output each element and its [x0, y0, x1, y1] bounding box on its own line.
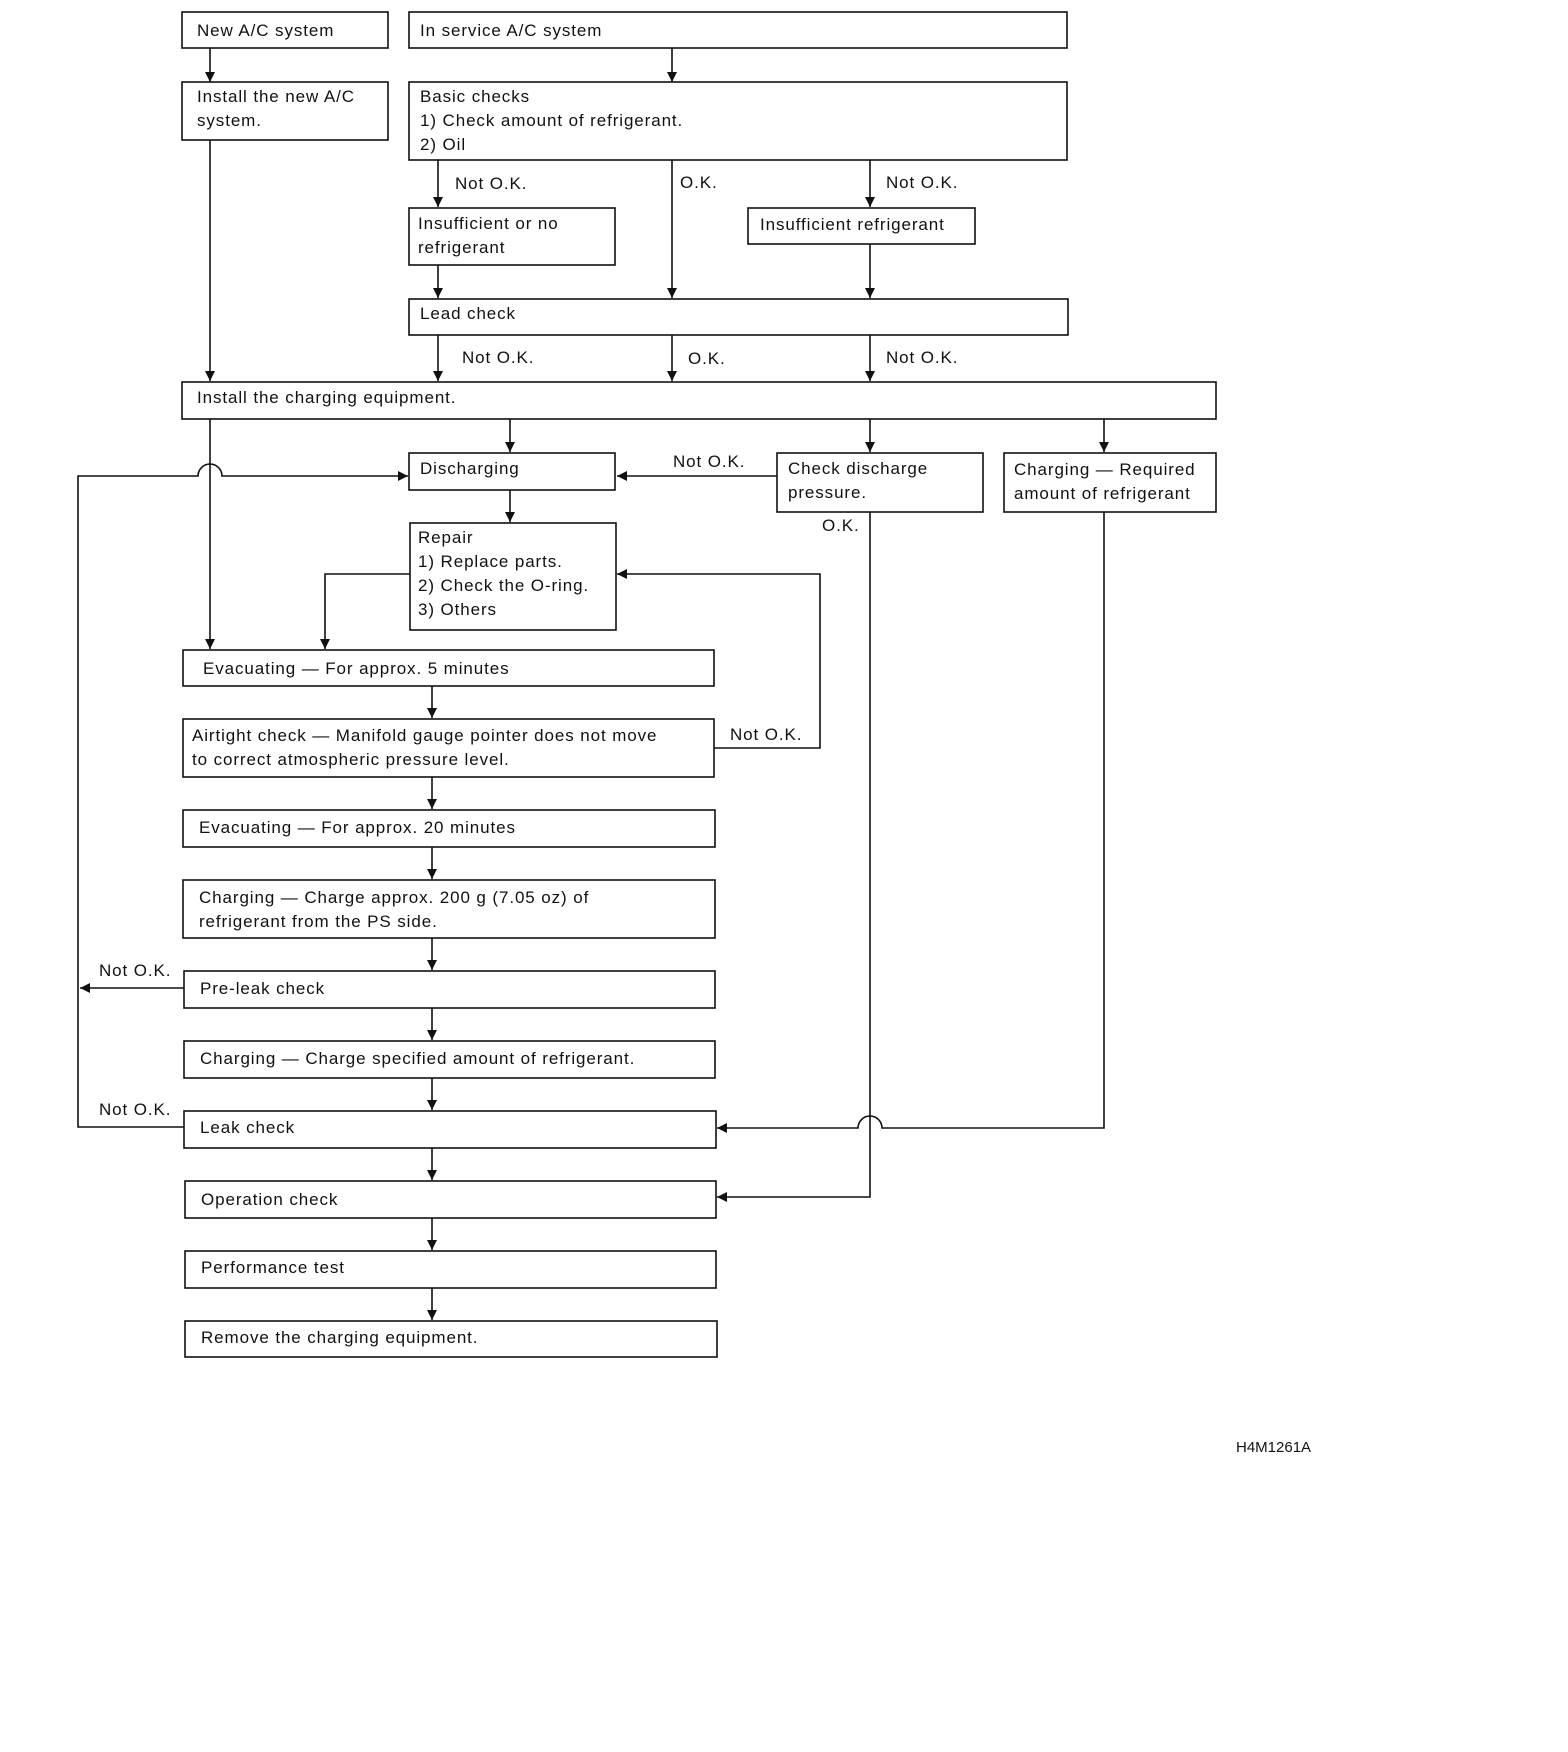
flowchart-diagram: New A/C system In service A/C system Ins…	[77, 11, 1311, 1456]
node-check-discharge-line2: pressure.	[788, 483, 867, 502]
node-charging200-line1: Charging — Charge approx. 200 g (7.05 oz…	[199, 888, 589, 907]
node-charging-spec: Charging — Charge specified amount of re…	[183, 1040, 716, 1079]
node-airtight-line1: Airtight check — Manifold gauge pointer …	[192, 726, 657, 745]
node-evac5-text: Evacuating — For approx. 5 minutes	[203, 659, 510, 678]
node-lead-check: Lead check	[408, 298, 1069, 336]
node-repair-line2: 1) Replace parts.	[418, 552, 563, 571]
label-preleak-not-ok: Not O.K.	[99, 961, 171, 980]
node-evac20: Evacuating — For approx. 20 minutes	[182, 809, 716, 848]
node-preleak: Pre-leak check	[183, 970, 716, 1009]
node-charging-required-line1: Charging — Required	[1014, 460, 1196, 479]
node-charging-spec-text: Charging — Charge specified amount of re…	[200, 1049, 635, 1068]
node-charging-required-line2: amount of refrigerant	[1014, 484, 1191, 503]
node-repair-line1: Repair	[418, 528, 473, 547]
node-new-system-text: New A/C system	[197, 21, 334, 40]
node-install-new: Install the new A/C system.	[181, 81, 389, 141]
node-charging200-line2: refrigerant from the PS side.	[199, 912, 438, 931]
label-basic-not-ok-right: Not O.K.	[886, 173, 958, 192]
edge-airtight-notok-to-repair	[617, 569, 821, 749]
label-lead-ok: O.K.	[688, 349, 726, 368]
edge-labels: Not O.K. O.K. Not O.K. Not O.K. O.K. Not…	[99, 173, 958, 1119]
edge-check-discharge-ok-to-operation	[717, 512, 871, 1202]
node-insufficient-none-line2: refrigerant	[418, 238, 505, 257]
node-discharging-text: Discharging	[420, 459, 520, 478]
node-operation: Operation check	[184, 1180, 717, 1219]
node-repair-line3: 2) Check the O-ring.	[418, 576, 589, 595]
label-lead-not-ok-left: Not O.K.	[462, 348, 534, 367]
node-leak-check-text: Leak check	[200, 1118, 295, 1137]
node-preleak-text: Pre-leak check	[200, 979, 325, 998]
label-leak-not-ok: Not O.K.	[99, 1100, 171, 1119]
node-check-discharge-line1: Check discharge	[788, 459, 928, 478]
node-evac20-text: Evacuating — For approx. 20 minutes	[199, 818, 516, 837]
node-in-service-text: In service A/C system	[420, 21, 602, 40]
node-repair: Repair 1) Replace parts. 2) Check the O-…	[409, 522, 617, 631]
node-basic-checks-line1: Basic checks	[420, 87, 530, 106]
label-discharge-ok: O.K.	[822, 516, 860, 535]
node-charging-required: Charging — Required amount of refrigeran…	[1003, 452, 1217, 513]
node-remove: Remove the charging equipment.	[184, 1320, 718, 1358]
node-remove-text: Remove the charging equipment.	[201, 1328, 478, 1347]
label-discharge-not-ok: Not O.K.	[673, 452, 745, 471]
figure-code: H4M1261A	[1236, 1439, 1311, 1456]
node-performance: Performance test	[184, 1250, 717, 1289]
label-lead-not-ok-right: Not O.K.	[886, 348, 958, 367]
node-install-charging-text: Install the charging equipment.	[197, 388, 456, 407]
node-performance-text: Performance test	[201, 1258, 345, 1277]
label-basic-not-ok-left: Not O.K.	[455, 174, 527, 193]
node-insufficient: Insufficient refrigerant	[747, 207, 976, 245]
node-basic-checks-line3: 2) Oil	[420, 135, 466, 154]
node-new-system: New A/C system	[181, 11, 389, 49]
node-insufficient-none-line1: Insufficient or no	[418, 214, 559, 233]
node-discharging: Discharging	[408, 452, 616, 491]
node-airtight-line2: to correct atmospheric pressure level.	[192, 750, 510, 769]
edge-repair-to-evac5	[320, 573, 410, 649]
edge-leak-notok-loop	[77, 463, 408, 1128]
node-insufficient-none: Insufficient or no refrigerant	[408, 207, 616, 266]
node-evac5: Evacuating — For approx. 5 minutes	[182, 649, 715, 687]
node-install-new-line1: Install the new A/C	[197, 87, 355, 106]
node-check-discharge: Check discharge pressure.	[776, 452, 984, 513]
node-operation-text: Operation check	[201, 1190, 338, 1209]
node-install-new-line2: system.	[197, 111, 262, 130]
node-airtight: Airtight check — Manifold gauge pointer …	[182, 718, 715, 778]
edge-charging-required-to-leak	[717, 512, 1105, 1133]
node-lead-check-text: Lead check	[420, 304, 516, 323]
node-repair-line4: 3) Others	[418, 600, 497, 619]
label-basic-ok: O.K.	[680, 173, 718, 192]
node-basic-checks-line2: 1) Check amount of refrigerant.	[420, 111, 683, 130]
connectors	[77, 48, 1109, 1320]
label-airtight-not-ok: Not O.K.	[730, 725, 802, 744]
node-install-charging: Install the charging equipment.	[181, 381, 1217, 420]
node-in-service: In service A/C system	[408, 11, 1068, 49]
node-insufficient-text: Insufficient refrigerant	[760, 215, 945, 234]
node-basic-checks: Basic checks 1) Check amount of refriger…	[408, 81, 1068, 161]
node-leak-check: Leak check	[183, 1110, 717, 1149]
node-charging200: Charging — Charge approx. 200 g (7.05 oz…	[182, 879, 716, 939]
